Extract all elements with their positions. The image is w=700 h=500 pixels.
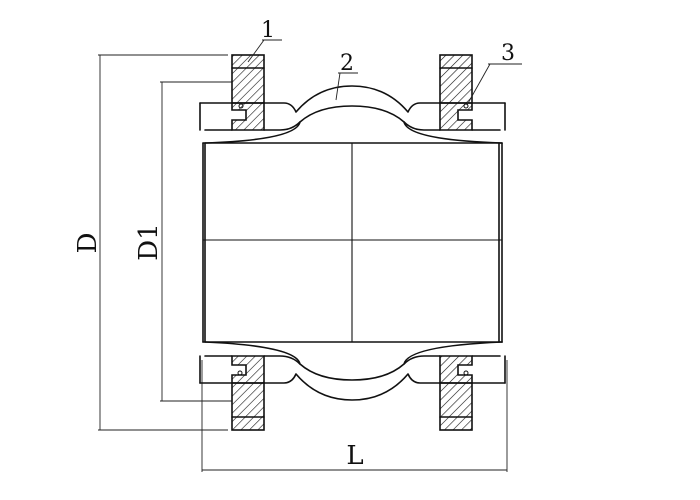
callout-3: 3 <box>466 41 522 106</box>
flange-right-bottom <box>439 355 473 431</box>
dimension-l-label: L <box>346 441 363 471</box>
callout-1-label: 1 <box>261 18 275 43</box>
dimension-d1-label: D1 <box>134 223 164 260</box>
rubber-body <box>202 142 503 343</box>
flange-left-bottom <box>231 355 265 431</box>
center-lines <box>203 143 502 342</box>
dimension-d-label: D <box>73 233 103 254</box>
dimension-d1: D1 <box>134 81 232 402</box>
flange-right-top <box>439 54 473 131</box>
bellows-bottom <box>199 341 506 401</box>
dimension-l: L <box>201 360 508 472</box>
callout-2-label: 2 <box>340 51 354 76</box>
dimension-d: D <box>73 54 228 431</box>
callout-2: 2 <box>335 51 358 101</box>
bellows-top <box>199 85 506 144</box>
callout-3-label: 3 <box>501 41 515 66</box>
flange-left-top <box>231 54 265 131</box>
callout-1: 1 <box>247 18 282 63</box>
